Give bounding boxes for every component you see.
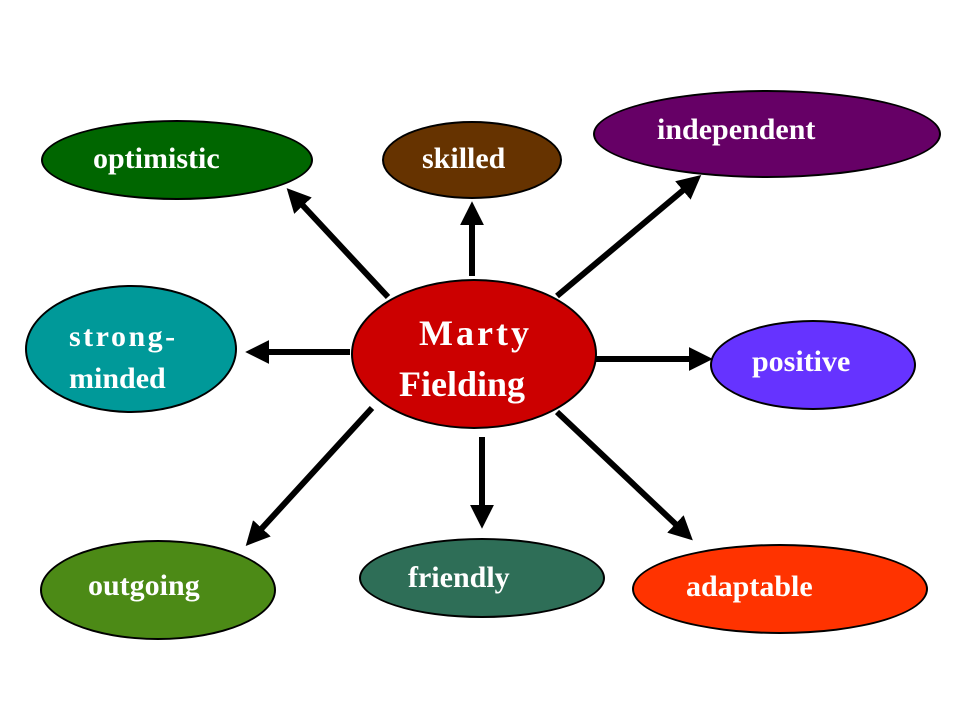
trait-label: optimistic [93, 142, 220, 175]
trait-label: skilled [422, 142, 506, 175]
trait-skilled: skilled [382, 121, 562, 199]
trait-optimistic: optimistic [41, 120, 313, 200]
trait-positive: positive [710, 320, 916, 410]
center-node-marty-fielding: Marty Fielding [351, 279, 597, 429]
arrow-to-adaptable [554, 409, 693, 541]
arrow-to-independent [555, 175, 702, 299]
center-label-line1: Marty [419, 313, 532, 353]
trait-independent: independent [593, 90, 941, 178]
trait-label: adaptable [686, 570, 813, 603]
trait-friendly: friendly [359, 538, 605, 618]
arrow-to-outgoing [245, 405, 375, 546]
trait-label: friendly [408, 561, 510, 594]
trait-adaptable: adaptable [632, 544, 928, 634]
trait-label: outgoing [88, 569, 200, 602]
trait-label-line1: strong- [69, 320, 178, 353]
center-label-line2: Fielding [399, 364, 526, 404]
trait-outgoing: outgoing [40, 540, 276, 640]
arrow-to-optimistic [286, 188, 391, 300]
trait-label: positive [752, 345, 851, 378]
trait-label: independent [657, 113, 816, 146]
trait-strong-minded: strong- minded [25, 285, 237, 413]
trait-label-line2: minded [69, 362, 166, 395]
